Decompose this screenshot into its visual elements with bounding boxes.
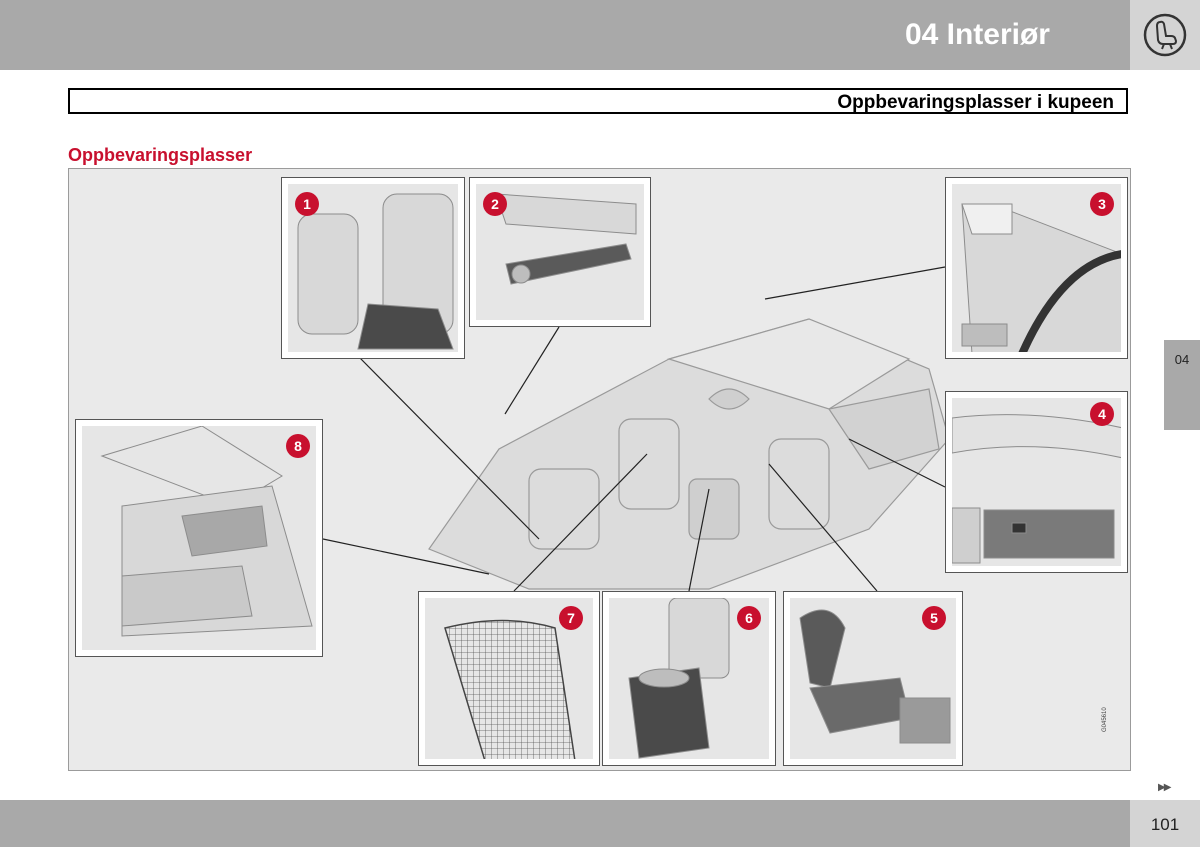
- callout-badge-3: 3: [1090, 192, 1114, 216]
- panel-door-storage: 2: [469, 177, 651, 327]
- page-number: 101: [1150, 815, 1180, 834]
- callout-badge-1: 1: [295, 192, 319, 216]
- next-page-arrow-icon: ▶▶: [1158, 782, 1171, 793]
- side-tab-label: 04: [1174, 352, 1190, 367]
- panel-image: [952, 398, 1121, 566]
- callout-badge-8: 8: [286, 434, 310, 458]
- panel-image: [82, 426, 316, 650]
- callout-badge-5: 5: [922, 606, 946, 630]
- header-band: 04 Interiør: [0, 0, 1130, 70]
- chapter-side-tab: 04: [1164, 340, 1200, 430]
- section-title-bar: Oppbevaringsplasser i kupeen: [68, 88, 1128, 114]
- panel-rear-armrest-storage: 1: [281, 177, 465, 359]
- panel-image: [790, 598, 956, 759]
- panel-cupholder: 6: [602, 591, 776, 766]
- figure-code: G045610: [1102, 707, 1108, 732]
- subheading: Oppbevaringsplasser: [68, 145, 253, 165]
- car-interior-illustration: [428, 318, 950, 590]
- callout-badge-7: 7: [559, 606, 583, 630]
- panel-image: [288, 184, 458, 352]
- panel-card-holder: 3: [945, 177, 1128, 359]
- chapter-title: 04 Interiør: [904, 18, 1050, 51]
- leader-lines: [322, 266, 946, 592]
- panel-cargo-compartment: 8: [75, 419, 323, 657]
- panel-tunnel-console-storage: 5: [783, 591, 963, 766]
- panel-image: [609, 598, 769, 759]
- seat-chapter-icon: [1130, 0, 1200, 70]
- footer-band: [0, 800, 1130, 847]
- panel-seatback-net-pocket: 7: [418, 591, 600, 766]
- storage-figure: 1 2 3: [68, 168, 1131, 771]
- page-number-box: 101: [1130, 800, 1200, 847]
- callout-badge-4: 4: [1090, 402, 1114, 426]
- section-title: Oppbevaringsplasser i kupeen: [837, 92, 1114, 113]
- panel-glovebox: 4: [945, 391, 1128, 573]
- callout-badge-6: 6: [737, 606, 761, 630]
- callout-badge-2: 2: [483, 192, 507, 216]
